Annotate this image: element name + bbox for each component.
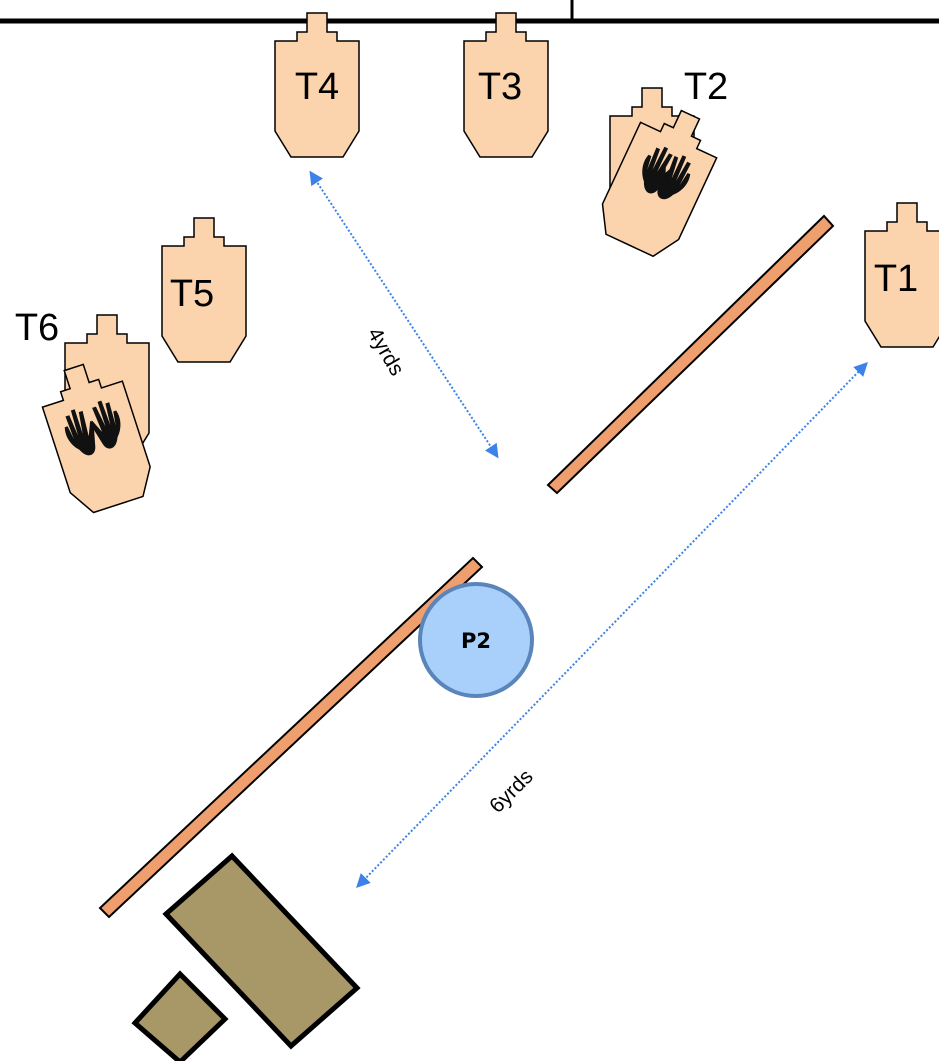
target-label-t3: T3 [478,66,522,108]
position-label: P2 [461,629,491,653]
target-t3 [463,12,549,158]
target-t4 [274,12,360,158]
wall-left [98,556,484,919]
target-t1 [864,202,939,348]
distance-label-4yrds: 4yrds [363,324,409,380]
table-small [131,970,229,1061]
distance-line-6yrds [356,361,868,889]
target-t5 [161,217,247,363]
target-label-t1: T1 [874,258,918,300]
back-wall [0,0,939,24]
shooting-position-p2: P2 [418,582,534,698]
target-label-t5: T5 [170,273,214,315]
target-label-t6: T6 [15,307,59,349]
no-shoot-t2 [601,109,718,258]
distance-line-4yrds [309,170,499,459]
no-shoot-t6 [41,363,151,514]
target-label-t4: T4 [295,66,339,108]
wall-right [546,214,835,495]
distance-label-6yrds: 6yrds [485,765,538,818]
table-large [162,852,361,1050]
target-label-t2: T2 [684,66,728,108]
